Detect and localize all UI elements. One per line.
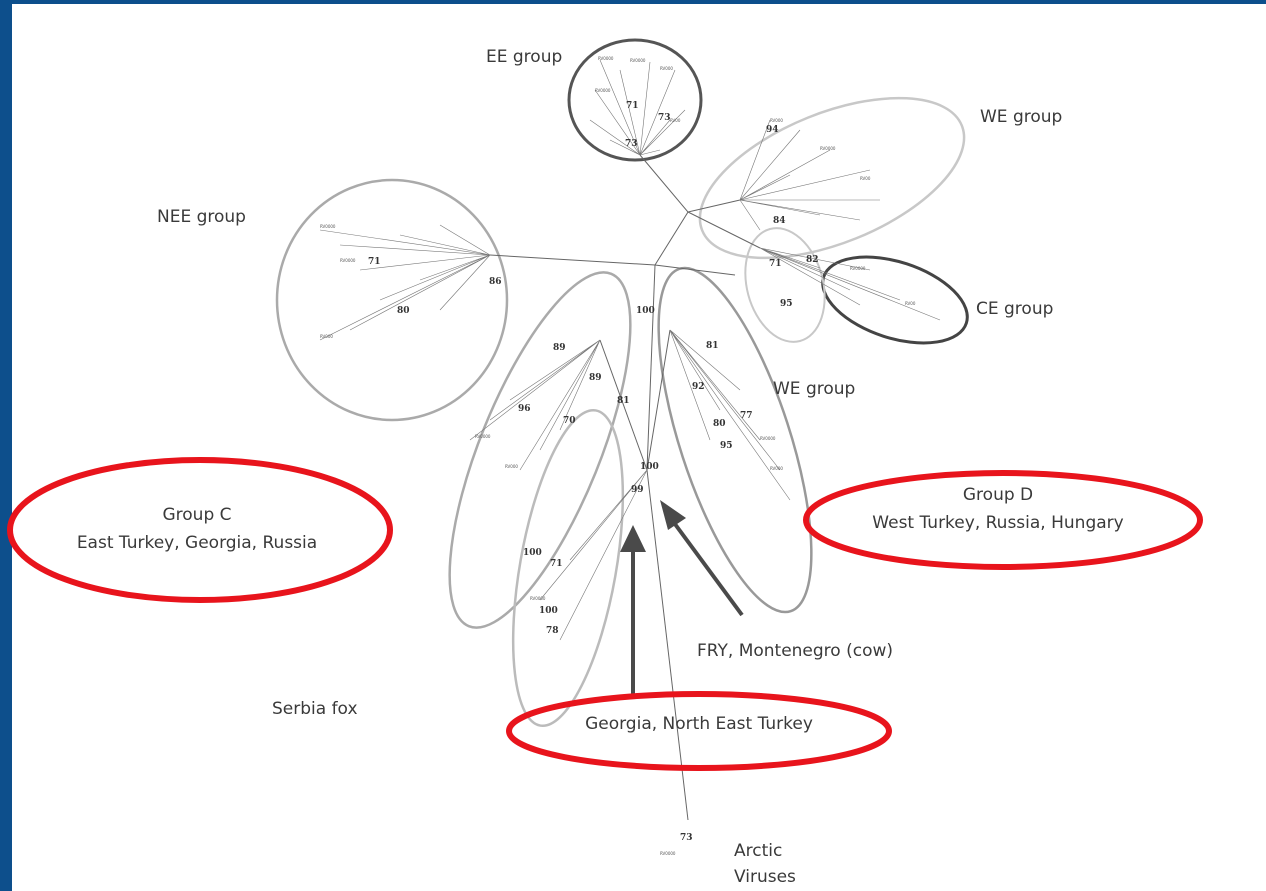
- top-frame-bar: [0, 0, 1266, 4]
- bootstrap-value: 96: [518, 404, 531, 414]
- bootstrap-value: 71: [626, 101, 639, 111]
- ee-group-label: EE group: [486, 47, 562, 67]
- group-c-outline: [448, 271, 632, 629]
- bootstrap-value: 80: [713, 419, 726, 429]
- arctic-label: Arctic: [734, 841, 782, 861]
- bootstrap-value: 82: [806, 255, 819, 265]
- bootstrap-value: 100: [539, 606, 558, 616]
- bootstrap-value: 92: [692, 382, 705, 392]
- svg-text:RV0000: RV0000: [320, 224, 336, 229]
- bootstrap-value: 95: [780, 299, 793, 309]
- bootstrap-value: 84: [773, 216, 786, 226]
- bootstrap-value: 89: [589, 373, 602, 383]
- bootstrap-value: 81: [706, 341, 719, 351]
- nee-group-outline: [275, 178, 509, 422]
- group-d-subtitle: West Turkey, Russia, Hungary: [872, 513, 1123, 533]
- svg-text:RV0000: RV0000: [850, 266, 866, 271]
- svg-text:RV0000: RV0000: [475, 434, 491, 439]
- svg-text:RV0000: RV0000: [820, 146, 836, 151]
- svg-text:RV000: RV000: [505, 464, 518, 469]
- main-branches: [489, 154, 761, 821]
- fry-montenegro-label: FRY, Montenegro (cow): [697, 641, 893, 661]
- svg-text:RV000: RV000: [320, 334, 333, 339]
- bootstrap-value: 78: [546, 626, 559, 636]
- svg-text:RV000: RV000: [770, 466, 783, 471]
- viruses-label: Viruses: [734, 867, 796, 887]
- arrow-diagonal-icon: [660, 500, 744, 617]
- bootstrap-value: 73: [625, 139, 638, 149]
- leaf-branches: [319, 59, 941, 641]
- svg-text:RV00: RV00: [905, 301, 916, 306]
- svg-text:RV000: RV000: [660, 66, 673, 71]
- ce-group-label: CE group: [976, 299, 1053, 319]
- svg-text:RV0000: RV0000: [598, 56, 614, 61]
- we-group-mid-outline: [657, 266, 813, 614]
- bootstrap-value: 71: [368, 257, 381, 267]
- svg-text:RV0000: RV0000: [660, 851, 676, 856]
- serbia-fox-label: Serbia fox: [272, 699, 358, 719]
- svg-text:RV0000: RV0000: [595, 88, 611, 93]
- we-group-top-outline: [698, 96, 966, 260]
- bootstrap-value: 100: [523, 548, 542, 558]
- we-group-top-label: WE group: [980, 107, 1062, 127]
- bootstrap-value: 99: [631, 485, 644, 495]
- bootstrap-value: 73: [658, 113, 671, 123]
- group-c-highlight: [7, 457, 393, 603]
- group-c-title: Group C: [162, 505, 231, 525]
- bootstrap-values: 71 73 73 94 84 82 71 95 86 80 71 100 89 …: [368, 101, 819, 843]
- ee-group-outline: [567, 38, 703, 162]
- georgia-label: Georgia, North East Turkey: [585, 714, 813, 734]
- georgia-clade-outline: [511, 408, 625, 728]
- bootstrap-value: 81: [617, 396, 630, 406]
- bootstrap-value: 89: [553, 343, 566, 353]
- we-group-mid-label: WE group: [773, 379, 855, 399]
- we-group-small-outline: [744, 227, 826, 343]
- svg-text:RV0000: RV0000: [760, 436, 776, 441]
- svg-text:RV0000: RV0000: [630, 58, 646, 63]
- bootstrap-value: 94: [766, 125, 779, 135]
- svg-text:RV0000: RV0000: [530, 596, 546, 601]
- bootstrap-value: 86: [489, 277, 502, 287]
- ce-group-outline: [821, 255, 969, 345]
- bootstrap-value: 77: [740, 411, 753, 421]
- bootstrap-value: 71: [550, 559, 563, 569]
- group-d-title: Group D: [963, 485, 1033, 505]
- left-frame-bar: [0, 0, 12, 891]
- nee-group-label: NEE group: [157, 207, 246, 227]
- group-d-highlight: [803, 470, 1203, 570]
- group-c-subtitle: East Turkey, Georgia, Russia: [77, 533, 317, 553]
- svg-text:RV000: RV000: [770, 118, 783, 123]
- svg-text:RV00: RV00: [670, 118, 681, 123]
- bootstrap-value: 71: [769, 259, 782, 269]
- georgia-highlight: [506, 691, 892, 771]
- bootstrap-value: 95: [720, 441, 733, 451]
- arrow-up-icon: [620, 525, 646, 695]
- svg-text:RV0000: RV0000: [340, 258, 356, 263]
- bootstrap-value: 100: [636, 306, 655, 316]
- svg-text:RV00: RV00: [860, 176, 871, 181]
- bootstrap-value: 80: [397, 306, 410, 316]
- bootstrap-value: 70: [563, 416, 576, 426]
- bootstrap-value: 73: [680, 833, 693, 843]
- bootstrap-value: 100: [640, 462, 659, 472]
